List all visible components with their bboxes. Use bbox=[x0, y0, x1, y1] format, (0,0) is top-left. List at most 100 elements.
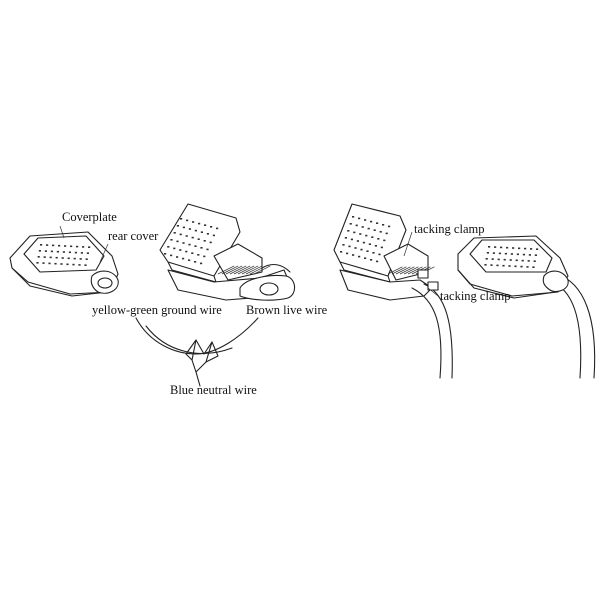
led-dot bbox=[42, 262, 45, 264]
led-dot bbox=[58, 244, 61, 247]
led-dot bbox=[48, 262, 51, 265]
led-dot bbox=[361, 226, 364, 228]
led-dot bbox=[179, 233, 182, 236]
heat-fin bbox=[399, 266, 415, 275]
led-dot bbox=[515, 259, 518, 262]
led-dot bbox=[61, 257, 64, 259]
led-dot bbox=[73, 257, 76, 260]
led-dot bbox=[370, 259, 373, 261]
led-dot bbox=[377, 238, 380, 240]
led-dot bbox=[188, 228, 191, 230]
led-dot bbox=[182, 257, 185, 260]
heat-fin bbox=[229, 265, 247, 275]
led-dot bbox=[203, 255, 206, 258]
led-dot bbox=[88, 246, 91, 248]
led-dot bbox=[167, 246, 170, 248]
led-dot bbox=[383, 239, 386, 242]
led-dot bbox=[374, 245, 377, 247]
led-dot bbox=[37, 256, 40, 258]
led-dot bbox=[164, 253, 167, 255]
label-tacking-clamp-upper: tacking clamp bbox=[414, 222, 485, 236]
led-dot bbox=[512, 247, 515, 249]
led-dot bbox=[498, 252, 501, 255]
led-dot bbox=[354, 247, 357, 249]
led-dot bbox=[182, 242, 185, 244]
led-dot bbox=[197, 254, 200, 256]
led-dot bbox=[352, 254, 355, 256]
heat-fin bbox=[225, 265, 243, 275]
led-dot bbox=[536, 248, 539, 250]
led-dot bbox=[209, 241, 212, 244]
led-dot bbox=[44, 250, 47, 252]
led-dot bbox=[80, 252, 83, 254]
led-dot bbox=[340, 251, 343, 253]
led-dot bbox=[497, 258, 500, 261]
led-dot bbox=[186, 219, 189, 222]
heat-fin bbox=[237, 265, 255, 275]
led-dot bbox=[502, 264, 505, 267]
led-dot bbox=[486, 252, 489, 254]
led-dot bbox=[516, 253, 519, 256]
led-dot bbox=[200, 262, 203, 265]
led-dot bbox=[521, 259, 524, 262]
led-dot bbox=[526, 266, 529, 268]
led-dot bbox=[388, 225, 391, 228]
led-dot bbox=[350, 238, 353, 241]
led-dot bbox=[85, 258, 88, 260]
led-dot bbox=[43, 256, 46, 258]
led-dot bbox=[533, 260, 536, 262]
led-dot bbox=[194, 261, 197, 263]
led-dot bbox=[490, 264, 493, 266]
led-dot bbox=[62, 251, 65, 253]
led-dot bbox=[518, 247, 521, 250]
led-dot bbox=[349, 223, 352, 225]
led-dot bbox=[176, 225, 179, 227]
led-dot bbox=[355, 224, 358, 227]
led-dot bbox=[353, 231, 356, 234]
led-dot bbox=[382, 224, 385, 226]
label-tacking-clamp-lower: tacking clamp bbox=[440, 289, 511, 303]
label-neutral-wire: Blue neutral wire bbox=[170, 383, 257, 397]
led-dot bbox=[60, 263, 63, 265]
led-dot bbox=[212, 234, 215, 237]
heat-fin bbox=[245, 265, 263, 275]
led-dot bbox=[379, 231, 382, 233]
led-dot bbox=[376, 222, 379, 224]
led-dot bbox=[176, 256, 179, 258]
led-dot bbox=[72, 263, 75, 266]
led-dot bbox=[185, 235, 188, 237]
led-dot bbox=[79, 258, 82, 260]
led-dot bbox=[527, 260, 530, 262]
led-dot bbox=[191, 236, 194, 239]
led-dot bbox=[188, 243, 191, 246]
led-dot bbox=[194, 245, 197, 247]
led-dot bbox=[492, 252, 495, 254]
label-ground-wire: yellow-green ground wire bbox=[92, 303, 222, 317]
led-dot bbox=[522, 253, 525, 256]
led-dot bbox=[528, 254, 531, 256]
led-dot bbox=[352, 216, 355, 218]
led-dot bbox=[520, 265, 523, 268]
led-dot bbox=[368, 243, 371, 245]
led-dot bbox=[191, 252, 194, 254]
heat-fin bbox=[391, 266, 407, 275]
luminaire-closed-on-pole bbox=[457, 235, 596, 379]
heat-fin bbox=[395, 266, 411, 275]
led-dot bbox=[532, 266, 535, 268]
led-dot bbox=[378, 253, 381, 256]
led-dot bbox=[494, 246, 497, 248]
led-dot bbox=[182, 226, 185, 229]
led-dot bbox=[185, 250, 188, 253]
label-live-wire: Brown live wire bbox=[246, 303, 328, 317]
led-dot bbox=[488, 246, 491, 248]
led-dot bbox=[70, 245, 73, 248]
led-dot bbox=[362, 241, 365, 244]
led-dot bbox=[74, 251, 77, 254]
led-dot bbox=[200, 247, 203, 249]
led-dot bbox=[530, 248, 533, 250]
led-dot bbox=[365, 234, 368, 237]
led-dot bbox=[216, 227, 219, 230]
led-dot bbox=[78, 264, 81, 266]
led-dot bbox=[376, 260, 379, 263]
led-dot bbox=[360, 248, 363, 251]
